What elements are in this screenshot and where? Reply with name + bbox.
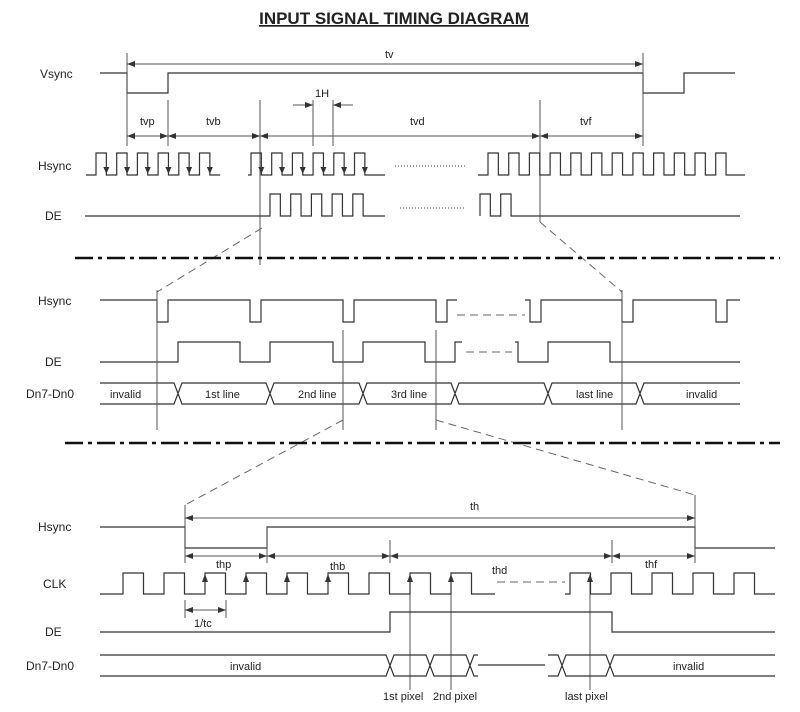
waveform-path — [85, 193, 385, 217]
hsync-line-waveform — [100, 299, 740, 323]
de-frame-waveform — [85, 193, 740, 217]
tvd-label: tvd — [410, 116, 425, 128]
line-guides — [156, 290, 623, 430]
falling-edge-arrow-icon — [320, 167, 327, 174]
zoom-line — [156, 227, 263, 293]
pixel-label: 1st pixel — [383, 691, 423, 703]
tvb-label: tvb — [206, 116, 221, 128]
label-hsync: Hsync — [38, 294, 71, 308]
zoom-line — [184, 419, 344, 506]
falling-edge-arrow-icon — [341, 167, 348, 174]
waveform-path — [86, 152, 221, 176]
tvf-label: tvf — [580, 116, 593, 128]
rising-edge-arrow-icon — [587, 574, 593, 582]
label-vsync: Vsync — [40, 67, 73, 81]
clk-waveform — [100, 572, 775, 595]
label-hsync: Hsync — [38, 159, 71, 173]
waveform-path — [100, 572, 495, 595]
data-label: invalid — [110, 389, 141, 401]
falling-edge-arrow-icon — [186, 167, 193, 174]
pixel-guides — [184, 495, 696, 690]
th-label: th — [470, 501, 479, 513]
zoom-line — [435, 419, 696, 496]
thf-label: thf — [645, 559, 658, 571]
falling-edge-arrow-icon — [124, 167, 131, 174]
thp-label: thp — [216, 559, 231, 571]
pixel-label: 2nd pixel — [433, 691, 477, 703]
label-de: DE — [45, 355, 62, 369]
rising-edge-arrow-icon — [243, 574, 249, 582]
de-line-waveform — [100, 341, 740, 363]
rising-edge-arrow-icon — [325, 574, 331, 582]
waveform-path — [478, 152, 745, 176]
falling-edge-arrow-icon — [299, 167, 306, 174]
hsync-pixel-waveform — [100, 526, 775, 549]
falling-edge-arrow-icon — [258, 167, 265, 174]
data-label: 1st line — [205, 389, 240, 401]
data-label: 3rd line — [391, 389, 427, 401]
label-data-bus: Dn7-Dn0 — [26, 659, 74, 673]
de-pixel-waveform — [100, 611, 775, 633]
vsync-waveform — [100, 72, 735, 94]
falling-edge-arrow-icon — [361, 167, 368, 174]
label-clk: CLK — [43, 577, 66, 591]
rising-edge-arrow-icon — [284, 574, 290, 582]
data-label: invalid — [673, 661, 704, 673]
data-label: invalid — [686, 389, 717, 401]
label-data-bus: Dn7-Dn0 — [26, 387, 74, 401]
label-de: DE — [45, 625, 62, 639]
rising-edge-arrow-icon — [448, 574, 454, 582]
diagram-title: INPUT SIGNAL TIMING DIAGRAM — [259, 9, 529, 28]
tvp-label: tvp — [140, 116, 155, 128]
waveform-path — [565, 572, 775, 595]
label-de: DE — [45, 209, 62, 223]
thb-label: thb — [330, 561, 345, 573]
falling-edge-arrow-icon — [103, 167, 110, 174]
falling-edge-arrow-icon — [279, 167, 286, 174]
frame-guides — [126, 53, 644, 265]
data-bus-pixel — [100, 654, 775, 677]
rising-edge-arrow-icon — [202, 574, 208, 582]
rising-edge-arrow-icon — [407, 574, 413, 582]
falling-edge-arrow-icon — [144, 167, 151, 174]
hsync-frame-waveform — [86, 152, 745, 176]
label-hsync: Hsync — [38, 520, 71, 534]
data-label: 2nd line — [298, 389, 337, 401]
data-label: last line — [576, 389, 613, 401]
tv-label: tv — [385, 49, 394, 61]
waveform-path — [248, 152, 385, 176]
waveform-path — [479, 193, 540, 217]
tc-label: 1/tc — [194, 618, 212, 630]
pixel-label: last pixel — [565, 691, 608, 703]
falling-edge-arrow-icon — [165, 167, 172, 174]
1h-label: 1H — [315, 88, 329, 100]
thd-label: thd — [492, 565, 507, 577]
falling-edge-arrow-icon — [206, 167, 213, 174]
data-label: invalid — [230, 661, 261, 673]
